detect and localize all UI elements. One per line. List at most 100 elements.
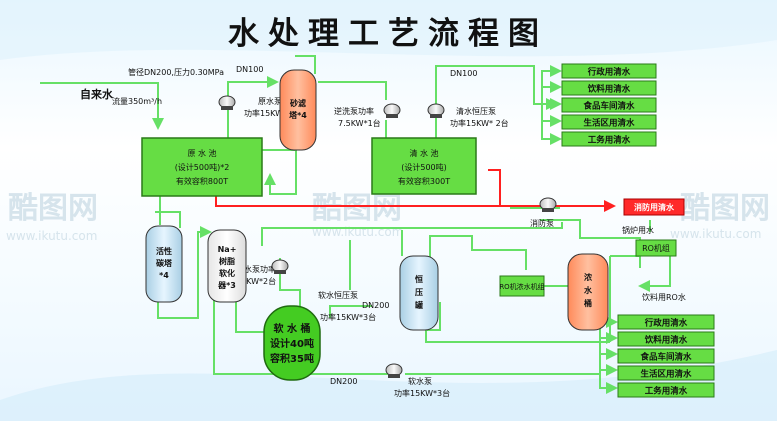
svg-text:软 水 桶: 软 水 桶	[274, 322, 311, 335]
svg-text:压: 压	[415, 288, 423, 297]
inlet-label: 自来水	[80, 87, 114, 101]
svg-text:酷图网: 酷图网	[312, 191, 402, 226]
svg-text:Na+: Na+	[218, 245, 237, 254]
svg-text:*4: *4	[159, 271, 169, 280]
outlet-box: 工务用清水	[561, 131, 657, 147]
clear-water-tank: 清 水 池 (设计500吨) 有效容积300T	[371, 137, 477, 195]
svg-text:有效容积300T: 有效容积300T	[398, 176, 450, 186]
dn100-label-b: DN100	[450, 69, 477, 78]
svg-text:原 水 池: 原 水 池	[187, 148, 216, 158]
svg-text:(设计500吨)*2: (设计500吨)*2	[175, 162, 230, 172]
backwash-power: 7.5KW*1台	[338, 118, 381, 128]
pump-soft-water	[385, 363, 403, 378]
svg-text:清 水 池: 清 水 池	[409, 148, 438, 158]
svg-text:容积35吨: 容积35吨	[269, 352, 314, 365]
background-wave	[0, 350, 777, 421]
pump-raw	[218, 95, 236, 110]
svg-text:碳塔: 碳塔	[156, 258, 173, 268]
dn200-label-b: DN200	[330, 377, 357, 386]
outlet-box: 饮料用清水	[617, 331, 715, 347]
svg-text:罐: 罐	[414, 300, 423, 310]
dn100-label-a: DN100	[236, 65, 263, 74]
carbon-tower: 活性 碳塔 *4	[145, 225, 183, 303]
svg-text:生活区用清水: 生活区用清水	[640, 369, 692, 380]
fire-water-box: 消防用清水	[623, 198, 685, 216]
pump-clear-boost	[427, 103, 445, 118]
outlet-box: 生活区用清水	[561, 114, 657, 130]
resin-softener: Na+ 树脂 软化 器*3	[207, 229, 247, 303]
pump-soft	[271, 259, 289, 274]
boiler-water-label: 锅炉用水	[622, 225, 654, 235]
svg-text:恒: 恒	[415, 274, 423, 284]
svg-text:食品车间清水: 食品车间清水	[640, 352, 692, 363]
svg-text:生活区用清水: 生活区用清水	[583, 118, 635, 129]
svg-text:行政用清水: 行政用清水	[644, 318, 688, 329]
svg-text:RO机浓水机组: RO机浓水机组	[499, 282, 544, 291]
pump-backwash	[383, 103, 401, 118]
ro-concentrate-unit: RO机浓水机组	[499, 275, 545, 297]
pump-fire	[539, 197, 557, 212]
watermark-right: 酷图网 www.ikutu.com	[670, 191, 770, 241]
fire-pump-label: 消防泵	[530, 218, 554, 228]
svg-text:有效容积800T: 有效容积800T	[176, 176, 228, 186]
outlet-box: 工务用清水	[617, 382, 715, 398]
outlet-box: 食品车间清水	[561, 97, 657, 113]
sand-filter-tower: 砂滤 塔*4	[279, 69, 317, 151]
ro-group: RO机组	[635, 239, 677, 257]
svg-text:活性: 活性	[156, 246, 172, 256]
soft-pump-power: 55KW*2台	[236, 276, 276, 286]
pressure-tank: 恒 压 罐	[399, 255, 439, 331]
svg-text:器*3: 器*3	[217, 281, 236, 290]
outlet-box: 行政用清水	[561, 63, 657, 79]
svg-text:桶: 桶	[583, 298, 592, 308]
soft-pump-label: 软水泵功率	[236, 264, 276, 274]
raw-water-tank: 原 水 池 (设计500吨)*2 有效容积800T	[141, 137, 263, 197]
svg-text:饮料用清水: 饮料用清水	[644, 335, 688, 346]
svg-text:食品车间清水: 食品车间清水	[583, 101, 635, 112]
svg-text:工务用清水: 工务用清水	[645, 386, 688, 397]
svg-text:设计40吨: 设计40吨	[270, 337, 314, 350]
soft-water-pump-label: 软水泵	[408, 376, 432, 386]
background-wave-top	[0, 0, 777, 60]
page-title: 水处理工艺流程图	[228, 16, 548, 52]
svg-text:浓: 浓	[584, 272, 593, 282]
inlet-spec: 管径DN200,压力0.30MPa	[128, 67, 224, 77]
drink-ro-label: 饮料用RO水	[642, 292, 686, 302]
svg-text:(设计500吨): (设计500吨)	[401, 162, 447, 172]
svg-text:www.ikutu.com: www.ikutu.com	[6, 229, 97, 243]
soft-water-pump-power: 功率15KW*3台	[394, 388, 450, 398]
svg-text:饮料用清水: 饮料用清水	[587, 84, 631, 95]
inlet-flow: 流量350m³/h	[112, 96, 162, 106]
svg-text:酷图网: 酷图网	[680, 191, 770, 226]
watermark-center: 酷图网 www.ikutu.com	[312, 191, 403, 239]
raw-pump-label: 原水泵	[258, 96, 282, 106]
backwash-label: 逆洗泵功率	[334, 106, 374, 116]
svg-text:消防用清水: 消防用清水	[634, 202, 675, 212]
svg-text:RO机组: RO机组	[642, 243, 670, 253]
clear-boost-power: 功率15KW* 2台	[450, 118, 509, 128]
dn200-label-a: DN200	[362, 301, 389, 310]
outlet-box: 生活区用清水	[617, 365, 715, 381]
concentrate-bucket: 浓 水 桶	[567, 253, 609, 331]
svg-text:水: 水	[583, 285, 593, 295]
svg-text:树脂: 树脂	[219, 256, 235, 266]
svg-text:酷图网: 酷图网	[8, 191, 98, 226]
outlet-box: 行政用清水	[617, 314, 715, 330]
svg-text:软化: 软化	[219, 268, 235, 278]
watermark-left: 酷图网 www.ikutu.com	[6, 191, 98, 243]
svg-text:砂滤: 砂滤	[289, 98, 306, 108]
svg-text:工务用清水: 工务用清水	[588, 135, 631, 146]
outlet-box: 饮料用清水	[561, 80, 657, 96]
svg-text:塔*4: 塔*4	[289, 110, 307, 120]
raw-pump-power: 功率15KW*5台	[244, 108, 300, 118]
soft-boost-power: 功率15KW*3台	[320, 312, 376, 322]
outlet-box: 食品车间清水	[617, 348, 715, 364]
svg-text:行政用清水: 行政用清水	[587, 67, 631, 78]
soft-water-bucket: 软 水 桶 设计40吨 容积35吨	[263, 305, 321, 381]
clear-boost-label: 清水恒压泵	[456, 106, 496, 116]
soft-boost-label: 软水恒压泵	[318, 290, 358, 300]
